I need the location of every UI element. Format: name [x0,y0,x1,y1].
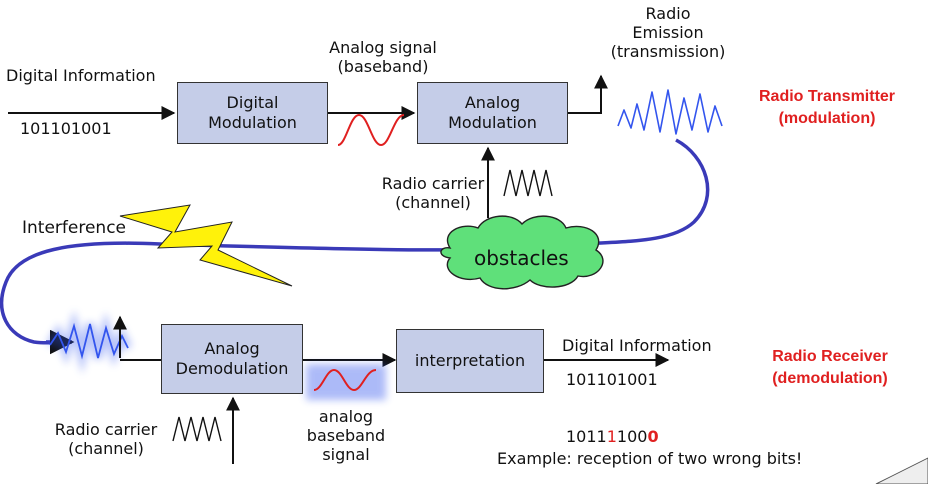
page-curl-corner [875,457,928,484]
rx-received-wave [49,322,129,360]
emission-line2: Emission [632,23,704,42]
tx-bits: 101101001 [20,119,112,138]
rx-baseband-line1: analog [318,407,374,426]
received-bits: 101111000 [566,427,659,446]
tx-carrier-wave [503,169,553,197]
tx-carrier-line1: Radio carrier [381,174,485,193]
rx-baseband-label: analog baseband signal [298,407,394,464]
received-bits-error1: 1 [606,427,617,446]
rx-digital-info-label: Digital Information [562,336,712,355]
analog-demodulation-box: Analog Demodulation [161,324,303,394]
digital-modulation-line1: Digital [226,93,279,112]
analog-signal-line1: Analog signal [329,38,437,57]
tx-emission-wave [617,89,723,135]
analog-signal-line2: (baseband) [337,57,429,76]
interference-label: Interference [22,218,127,238]
received-bits-part1: 1011 [566,427,607,446]
receiver-title-line1: Radio Receiver [772,348,888,365]
tx-baseband-wave [337,113,405,147]
transmitter-title-line2: (modulation) [778,110,876,127]
rx-carrier-line2: (channel) [68,439,144,458]
rx-bits: 101101001 [566,370,658,389]
transmitter-title-line1: Radio Transmitter [758,88,896,105]
emission-line3: (transmission) [610,42,726,61]
analog-signal-label: Analog signal (baseband) [318,38,448,76]
rx-carrier-wave [172,416,222,442]
rx-baseband-line2: baseband [306,426,386,445]
rx-carrier-label: Radio carrier (channel) [40,420,172,458]
analog-demodulation-line2: Demodulation [175,359,289,378]
analog-demodulation-line1: Analog [204,339,260,358]
receiver-title-line2: (demodulation) [772,370,888,387]
transmitter-title: Radio Transmitter (modulation) [736,86,918,130]
channel-path [0,138,710,345]
example-text: Example: reception of two wrong bits! [497,449,803,468]
obstacles-label: obstacles [474,246,569,270]
tx-carrier-line2: (channel) [395,193,471,212]
rx-baseband-line3: signal [322,445,370,464]
receiver-title: Radio Receiver (demodulation) [742,346,918,390]
tx-carrier-label: Radio carrier (channel) [374,174,492,212]
tx-digital-info-label: Digital Information [6,66,156,85]
digital-modulation-line2: Modulation [208,113,297,132]
received-bits-error2: 0 [647,427,659,446]
lightning-bolt [119,204,293,287]
interpretation-box: interpretation [396,329,544,393]
rx-baseband-wave [313,368,377,392]
interpretation-label: interpretation [414,351,526,370]
analog-modulation-line1: Analog [464,93,521,112]
digital-modulation-box: Digital Modulation [177,82,328,144]
tx-emission-arrow [568,74,608,114]
analog-modulation-box: Analog Modulation [417,82,568,144]
obstacles-cloud [440,215,604,290]
received-bits-part2: 100 [616,427,648,446]
emission-line1: Radio [645,4,691,23]
emission-label: Radio Emission (transmission) [606,4,730,61]
rx-carrier-line1: Radio carrier [54,420,158,439]
analog-modulation-line2: Modulation [448,113,537,132]
